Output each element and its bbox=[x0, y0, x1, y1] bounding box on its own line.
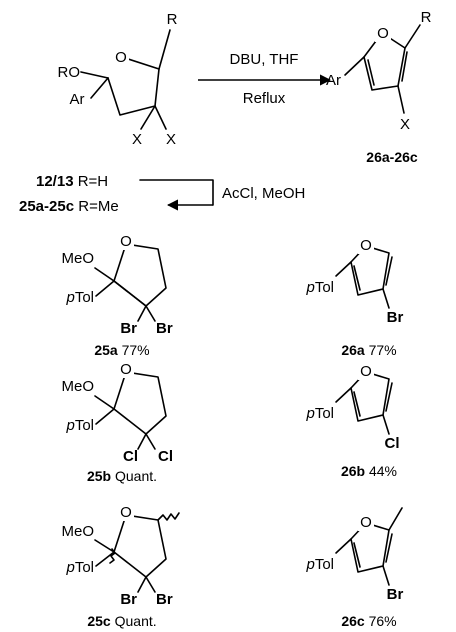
bromine-label: Br bbox=[387, 586, 404, 603]
compound-id: 26b bbox=[341, 463, 365, 479]
bromine-label: Br bbox=[387, 309, 404, 326]
ptol-label: pTol bbox=[65, 417, 94, 434]
r-substituent-label: R bbox=[421, 9, 432, 26]
ar-label: Ar bbox=[70, 91, 85, 108]
tolyl-text: Tol bbox=[315, 556, 334, 573]
conditions-top: DBU, THF bbox=[230, 51, 299, 68]
methoxy-label: MeO bbox=[61, 378, 94, 395]
r-substituent-label: R bbox=[167, 11, 178, 28]
legend-id: 25a-25c bbox=[19, 198, 74, 215]
chlorine-label: Cl bbox=[158, 448, 173, 465]
compound-26c: O pTol Br 26c 76% bbox=[305, 507, 404, 629]
tolyl-text: Tol bbox=[75, 417, 94, 434]
compound-id: 25a bbox=[94, 342, 118, 358]
tolyl-text: Tol bbox=[315, 405, 334, 422]
legend-row-12-13: 12/13 R=H bbox=[36, 173, 108, 190]
oxygen-label: O bbox=[120, 233, 132, 250]
compound-id: 25c bbox=[87, 613, 111, 629]
para-prefix: p bbox=[305, 405, 314, 422]
furan-oxygen-label: O bbox=[377, 25, 389, 42]
oxygen-label: O bbox=[120, 504, 132, 521]
compound-id: 26c bbox=[341, 613, 365, 629]
x-label: X bbox=[400, 116, 410, 133]
compound-25c: O MeO pTol Br Br 25c Quant. bbox=[61, 503, 180, 629]
bromine-label: Br bbox=[120, 591, 137, 608]
reagent-label: AcCl, MeOH bbox=[222, 185, 305, 202]
ptol-label: pTol bbox=[65, 559, 94, 576]
bromine-label: Br bbox=[156, 591, 173, 608]
para-prefix: p bbox=[305, 556, 314, 573]
tolyl-text: Tol bbox=[75, 559, 94, 576]
compound-yield: 44% bbox=[369, 463, 397, 479]
legend: 12/13 R=H 25a-25c R=Me AcCl, MeOH bbox=[19, 173, 305, 215]
oxygen-label: O bbox=[360, 363, 372, 380]
ptol-label: pTol bbox=[65, 289, 94, 306]
para-prefix: p bbox=[65, 559, 74, 576]
para-prefix: p bbox=[65, 417, 74, 434]
chlorine-label: Cl bbox=[385, 435, 400, 452]
compound-yield: Quant. bbox=[115, 468, 157, 484]
legend-condition: R=Me bbox=[78, 198, 118, 215]
methoxy-label: MeO bbox=[61, 523, 94, 540]
compound-25a: O MeO pTol Br Br 25a 77% bbox=[61, 232, 173, 358]
tolyl-text: Tol bbox=[315, 279, 334, 296]
reaction-arrow: DBU, THF Reflux bbox=[198, 51, 332, 107]
compound-25b: O MeO pTol Cl Cl 25b Quant. bbox=[61, 360, 173, 484]
general-product-structure: O R Ar X 26a-26c bbox=[326, 9, 432, 165]
x-label: X bbox=[132, 131, 142, 148]
product-series-id: 26a-26c bbox=[366, 149, 418, 165]
oxygen-label: O bbox=[360, 237, 372, 254]
compound-caption: 26a 77% bbox=[341, 342, 396, 358]
tolyl-text: Tol bbox=[75, 289, 94, 306]
bromine-label: Br bbox=[120, 320, 137, 337]
compound-caption: 25b Quant. bbox=[87, 468, 157, 484]
compound-caption: 25c Quant. bbox=[87, 613, 156, 629]
methoxy-label: MeO bbox=[61, 250, 94, 267]
bromine-label: Br bbox=[156, 320, 173, 337]
legend-row-25: 25a-25c R=Me bbox=[19, 198, 119, 215]
ptol-label: pTol bbox=[305, 279, 334, 296]
ar-label: Ar bbox=[326, 72, 341, 89]
ro-label: RO bbox=[58, 64, 81, 81]
compound-26a: O pTol Br 26a 77% bbox=[305, 236, 403, 358]
legend-id: 12/13 bbox=[36, 173, 74, 190]
para-prefix: p bbox=[65, 289, 74, 306]
compound-caption: 25a 77% bbox=[94, 342, 149, 358]
compound-id: 25b bbox=[87, 468, 111, 484]
compound-yield: Quant. bbox=[115, 613, 157, 629]
ptol-label: pTol bbox=[305, 556, 334, 573]
compound-caption: 26b 44% bbox=[341, 463, 397, 479]
compound-caption: 26c 76% bbox=[341, 613, 396, 629]
compound-26b: O pTol Cl 26b 44% bbox=[305, 362, 400, 479]
compound-yield: 76% bbox=[369, 613, 397, 629]
compound-id: 26a bbox=[341, 342, 365, 358]
legend-condition: R=H bbox=[78, 173, 108, 190]
general-reactant-structure: O R RO Ar X X bbox=[58, 11, 178, 148]
x-label: X bbox=[166, 131, 176, 148]
compound-yield: 77% bbox=[122, 342, 150, 358]
ring-oxygen-label: O bbox=[115, 49, 127, 66]
para-prefix: p bbox=[305, 279, 314, 296]
conditions-bottom: Reflux bbox=[243, 90, 286, 107]
oxygen-label: O bbox=[120, 361, 132, 378]
compound-yield: 77% bbox=[369, 342, 397, 358]
chlorine-label: Cl bbox=[123, 448, 138, 465]
ptol-label: pTol bbox=[305, 405, 334, 422]
oxygen-label: O bbox=[360, 514, 372, 531]
